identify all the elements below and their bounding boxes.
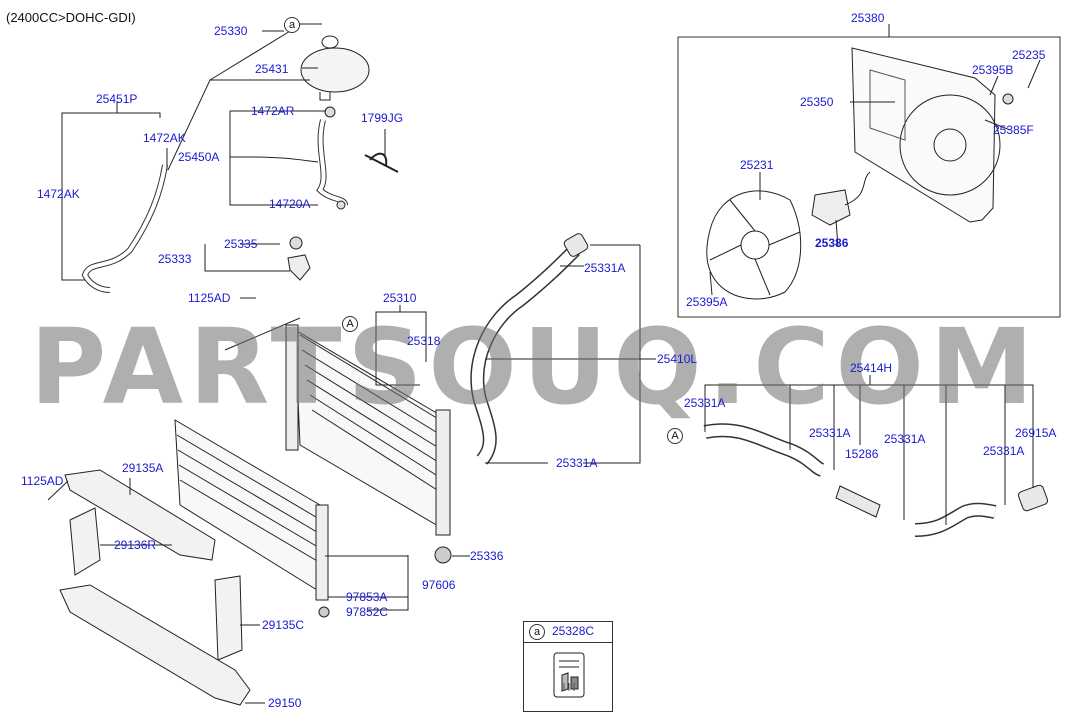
part-label-1472AK[interactable]: 1472AK (143, 131, 186, 145)
fitting-15286 (835, 485, 881, 518)
air-guard-29135C (214, 575, 243, 661)
fan-shroud-outline (851, 47, 996, 223)
air-guard-29136R (69, 507, 101, 576)
part-label-25331A[interactable]: 25331A (556, 456, 598, 470)
caution-label-box: a 25328C (523, 621, 613, 712)
leader-lines (47, 23, 1041, 704)
part-label-25410L[interactable]: 25410L (657, 352, 698, 366)
part-label-25310[interactable]: 25310 (383, 291, 417, 305)
part-label-14720A[interactable]: 14720A (269, 197, 311, 211)
reference-a-marker: A (667, 428, 683, 444)
part-label-25395A[interactable]: 25395A (686, 295, 728, 309)
caution-label-icon (553, 652, 585, 698)
part-label-1125AD[interactable]: 1125AD (21, 474, 64, 488)
shroud-opening (899, 94, 1001, 196)
part-label-29135C[interactable]: 29135C (262, 618, 305, 632)
part-label-97853A[interactable]: 97853A (346, 590, 388, 604)
watermark: PARTSOUQ.COM (30, 306, 1040, 428)
part-label-1472AR[interactable]: 1472AR (251, 104, 295, 118)
part-label-25328C[interactable]: 25328C (552, 624, 595, 638)
part-label-29150[interactable]: 29150 (268, 696, 302, 710)
part-label-25380[interactable]: 25380 (851, 11, 885, 25)
part-label-15286[interactable]: 15286 (845, 447, 879, 461)
callout-a-marker: a (529, 624, 545, 640)
part-label-25333[interactable]: 25333 (158, 252, 192, 266)
part-label-25231[interactable]: 25231 (740, 158, 774, 172)
reservoir-body (300, 47, 370, 93)
part-label-25386[interactable]: 25386 (815, 236, 849, 250)
part-label-25331A[interactable]: 25331A (983, 444, 1025, 458)
part-label-25331A[interactable]: 25331A (584, 261, 626, 275)
caution-label-header: a 25328C (524, 622, 612, 643)
part-label-25336[interactable]: 25336 (470, 549, 504, 563)
part-label-1472AK[interactable]: 1472AK (37, 187, 80, 201)
part-label-1125AD[interactable]: 1125AD (188, 291, 231, 305)
part-label-25318[interactable]: 25318 (407, 334, 441, 348)
part-label-97852C[interactable]: 97852C (346, 605, 389, 619)
part-label-25451P[interactable]: 25451P (96, 92, 138, 106)
part-label-25330[interactable]: 25330 (214, 24, 248, 38)
part-label-25331A[interactable]: 25331A (809, 426, 851, 440)
part-label-25395B[interactable]: 25395B (972, 63, 1014, 77)
callout-a-marker: a (284, 17, 300, 33)
part-label-25450A[interactable]: 25450A (178, 150, 220, 164)
part-label-1799JG[interactable]: 1799JG (361, 111, 404, 125)
part-label-97606[interactable]: 97606 (422, 578, 456, 592)
overflow-hose (81, 164, 168, 293)
fan-motor-outline (811, 189, 851, 226)
lower-bracket-29135A (64, 469, 216, 561)
shroud-hub (933, 128, 967, 162)
part-label-25335[interactable]: 25335 (224, 237, 258, 251)
part-label-29136R[interactable]: 29136R (114, 538, 157, 552)
fan-assembly-frame (677, 36, 1061, 318)
part-label-25414H[interactable]: 25414H (850, 361, 893, 375)
part-label-25385F[interactable]: 25385F (993, 123, 1034, 137)
fan-blade-outline (706, 190, 802, 300)
part-label-25331A[interactable]: 25331A (684, 396, 726, 410)
part-label-25331A[interactable]: 25331A (884, 432, 926, 446)
deflector-29150 (59, 584, 251, 706)
reference-a-marker: A (342, 316, 358, 332)
part-label-25350[interactable]: 25350 (800, 95, 834, 109)
part-label-25431[interactable]: 25431 (255, 62, 289, 76)
part-label-26915A[interactable]: 26915A (1015, 426, 1057, 440)
engine-variant-heading: (2400CC>DOHC-GDI) (6, 10, 136, 25)
hose-clip (364, 152, 399, 173)
part-label-25235[interactable]: 25235 (1012, 48, 1046, 62)
fan-blade-hub (740, 230, 770, 260)
part-label-29135A[interactable]: 29135A (122, 461, 164, 475)
